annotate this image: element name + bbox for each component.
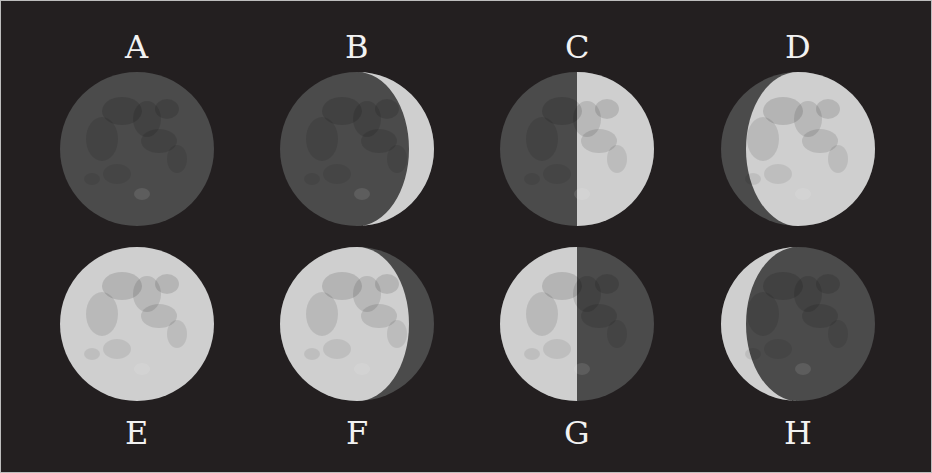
phase-letter: B (345, 31, 369, 63)
phase-letter: F (346, 417, 368, 449)
phase-letter: G (564, 417, 590, 449)
phase-letter: D (785, 31, 811, 63)
phase-letter: E (125, 417, 148, 449)
phase-letter: C (565, 31, 589, 63)
phase-letter: H (784, 417, 812, 449)
phase-letter: A (125, 31, 148, 63)
